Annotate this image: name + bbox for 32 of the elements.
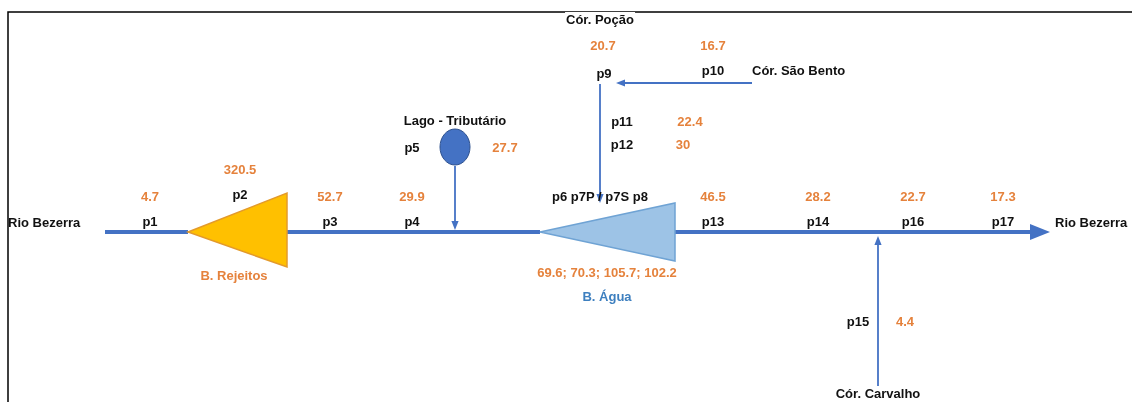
tributary-arrow	[616, 79, 753, 87]
flow-value: 69.6; 70.3; 105.7; 102.2	[537, 265, 677, 281]
point-label: p17	[990, 214, 1016, 230]
point-label: p6 p7P / p7S p8	[552, 189, 648, 205]
point-label: p16	[900, 214, 926, 230]
point-label: p3	[321, 214, 339, 230]
tributary-arrow	[874, 236, 882, 387]
river-line	[675, 224, 1050, 240]
river-name: Rio Bezerra	[8, 214, 105, 232]
point-label: p4	[403, 214, 421, 230]
point-label: p11	[610, 114, 634, 130]
stream-name: Cór. Carvalho	[820, 386, 936, 402]
lake-name: Lago - Tributário	[403, 113, 507, 129]
river-line	[287, 230, 540, 234]
flow-value: 320.5	[223, 162, 257, 178]
reservoir-name: B. Água	[582, 289, 632, 305]
point-label: p9	[592, 64, 616, 84]
dam-name: B. Rejeitos	[200, 268, 268, 284]
river-name: Rio Bezerra	[1050, 214, 1130, 232]
point-label: p5	[403, 140, 421, 156]
tributary-arrow	[596, 83, 604, 203]
point-label: p1	[141, 214, 159, 230]
point-label: p2	[232, 187, 248, 203]
point-label: p12	[609, 137, 635, 153]
point-label: p14	[805, 214, 831, 230]
river-line	[105, 230, 188, 234]
stream-name: Cór. Poção	[565, 12, 635, 28]
point-label: p15	[845, 314, 871, 330]
stream-name: Cór. São Bento	[752, 62, 878, 80]
point-label: p10	[700, 63, 726, 79]
tributary-arrow	[451, 165, 459, 230]
point-label: p13	[700, 214, 726, 230]
